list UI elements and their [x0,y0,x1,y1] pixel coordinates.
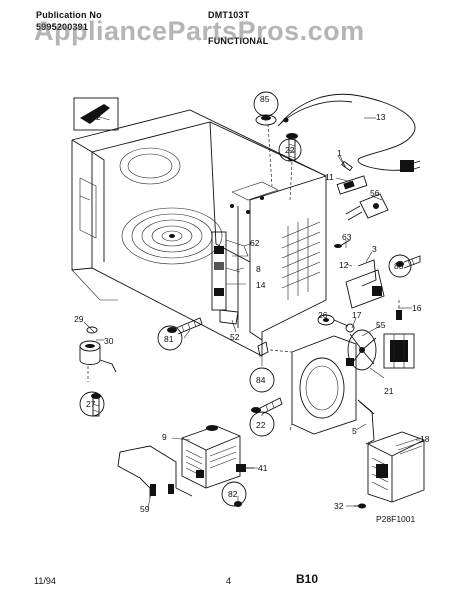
part-84-fastener [257,341,269,357]
label-part-26: 26 [318,310,328,320]
part-9-magnetron [181,425,241,489]
part-5-hv-lead [357,399,375,445]
label-part-41: 41 [258,463,268,473]
part-3-bracket [357,259,377,287]
label-part-81: 81 [164,334,174,344]
part-41-sensor [236,464,254,472]
diagram-code: P28F1001 [376,514,415,524]
part-2-inset [73,97,119,131]
label-part-63: 63 [342,232,352,242]
footer-page: 4 [226,576,232,586]
label-part-18: 18 [420,434,430,444]
air-guide-frame [269,335,357,435]
label-part-14: 14 [256,280,266,290]
part-55-fan-motor [383,333,415,369]
label-part-3: 3 [372,244,377,254]
label-part-21: 21 [384,386,394,396]
label-part-62: 62 [250,238,260,248]
part-12-noise-filter [345,269,385,309]
label-part-11: 11 [325,172,334,182]
label-part-12: 12 [339,260,349,270]
part-17-spacer [345,323,355,333]
label-part-85: 85 [260,94,270,104]
label-part-52: 52 [230,332,240,342]
label-part-55: 55 [376,320,386,330]
part-56-thermal-cutout [345,193,389,221]
part-81-screw [167,317,203,335]
label-part-32: 32 [334,501,344,511]
label-part-84: 84 [256,375,266,385]
part-13-power-cord [277,93,421,172]
publication-number: 5995200391 [36,22,89,32]
footer-sheet: B10 [296,572,319,586]
label-part-16: 16 [412,303,422,313]
label-part-22-lower: 22 [256,420,266,430]
label-part-56: 56 [370,188,380,198]
label-part-27: 27 [86,399,96,409]
part-22-screw-top [286,133,298,201]
section-title: FUNCTIONAL [208,36,269,46]
label-part-9: 9 [162,432,167,442]
watermark: AppliancePartsPros.com [34,16,365,46]
label-part-30: 30 [104,336,114,346]
label-part-22-top: 22 [285,145,295,155]
part-27-screw [91,393,101,417]
part-26-fan-shaft-assembly [317,314,349,327]
label-part-2: 2 [96,112,101,122]
part-63-screw [334,239,351,248]
part-30-thermostat [79,340,117,382]
label-part-82: 82 [228,489,238,499]
part-29-washer [86,326,98,334]
footer-date: 11/94 [34,576,56,586]
model-number: DMT103T [208,10,250,20]
label-part-13: 13 [376,112,386,122]
cabinet-assembly [71,109,327,357]
part-number-labels: 2 85 13 22 1 11 56 62 63 3 8 12 83 14 16… [74,94,430,514]
part-18-transformer [367,431,425,503]
part-balloons [79,138,412,507]
label-part-83: 83 [394,261,404,271]
part-59-magnetron-bracket [117,445,193,498]
part-11-fuse-holder [336,175,368,195]
part-16-fastener [396,300,402,320]
part-85-nut [253,91,279,187]
part-1-fuse [337,155,353,172]
label-part-59: 59 [140,504,150,514]
label-part-8: 8 [256,264,261,274]
label-part-29: 29 [74,314,84,324]
publication-label: Publication No [36,10,102,20]
part-21-fan-blade [347,329,377,371]
part-83-screw [396,255,421,269]
label-part-17: 17 [352,310,362,320]
leader-lines [83,115,420,509]
label-part-1: 1 [337,148,342,158]
part-22-screw-lower [251,397,283,415]
label-part-5: 5 [352,426,357,436]
